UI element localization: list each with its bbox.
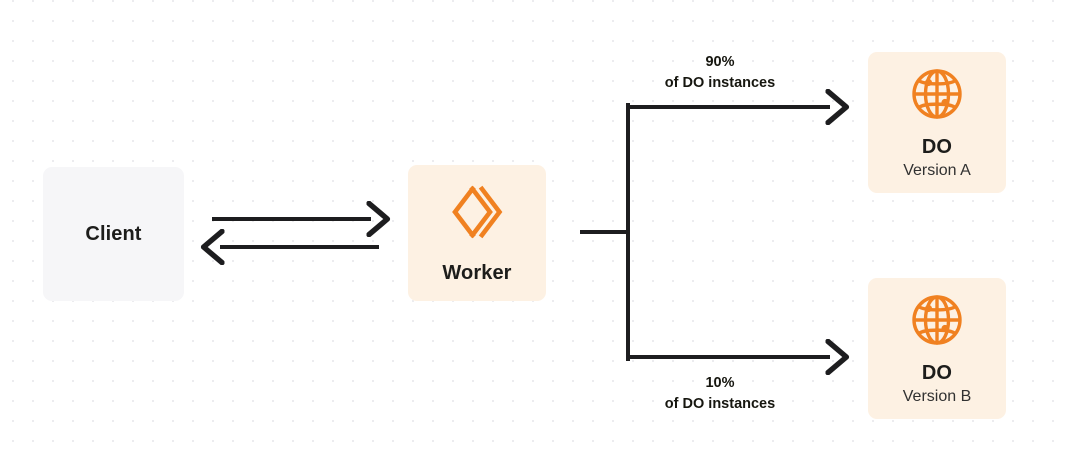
edge-label-do-a-unit: of DO instances bbox=[664, 75, 776, 92]
edge-label-do-a: 90% of DO instances bbox=[620, 52, 820, 94]
cloudflare-workers-icon bbox=[446, 181, 508, 248]
edge-label-do-b-unit: of DO instances bbox=[664, 396, 776, 413]
node-do-b-version: Version B bbox=[902, 387, 972, 405]
node-do-version-b[interactable]: DO Version B bbox=[868, 278, 1006, 419]
node-do-a-label: DO bbox=[921, 135, 953, 158]
durable-object-globe-icon bbox=[908, 65, 966, 128]
node-worker-label: Worker bbox=[442, 262, 512, 284]
edge-label-do-a-percent: 90% bbox=[705, 54, 735, 70]
edge-label-do-b: 10% of DO instances bbox=[620, 373, 820, 415]
node-do-b-label: DO bbox=[921, 361, 953, 384]
node-do-version-a[interactable]: DO Version A bbox=[868, 52, 1006, 193]
node-client[interactable]: Client bbox=[43, 167, 184, 301]
durable-object-globe-icon bbox=[908, 291, 966, 354]
node-client-label: Client bbox=[85, 222, 142, 245]
node-do-a-version: Version A bbox=[903, 161, 971, 179]
node-worker[interactable]: Worker bbox=[408, 165, 546, 301]
edge-label-do-b-percent: 10% bbox=[705, 375, 735, 391]
